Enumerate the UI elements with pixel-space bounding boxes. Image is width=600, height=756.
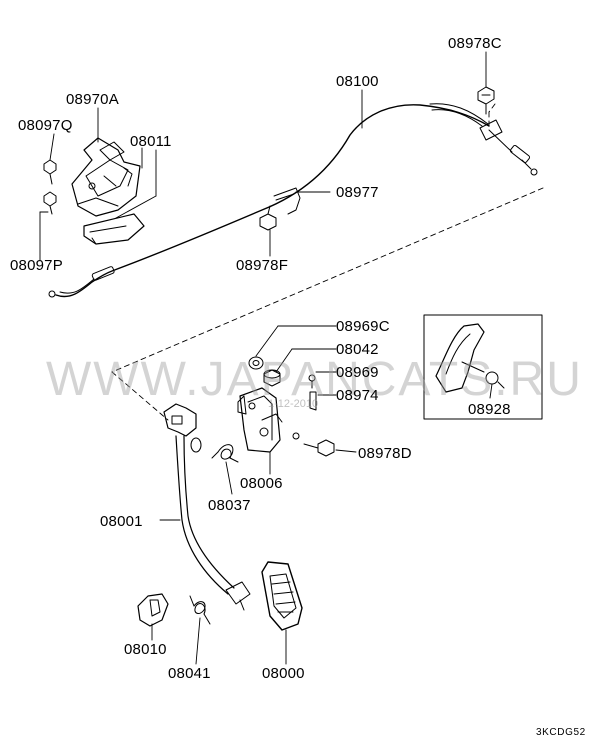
label-08011[interactable]: 08011 (130, 133, 172, 150)
diagram-code: 3KCDG52 (536, 727, 586, 738)
watermark: WWW.JAPANCATS.RU (46, 353, 583, 406)
label-08000[interactable]: 08000 (262, 665, 305, 682)
label-08010[interactable]: 08010 (124, 641, 167, 658)
bolt-08978C[interactable] (477, 86, 495, 115)
accelerator-cable[interactable] (48, 103, 538, 298)
pedal-arm-08001[interactable] (163, 403, 251, 611)
label-08041[interactable]: 08041 (168, 665, 211, 682)
bracket-plate-08011[interactable] (83, 213, 145, 245)
pin-08974[interactable] (309, 391, 317, 411)
label-08037[interactable]: 08037 (208, 497, 251, 514)
bushing-08042[interactable] (263, 369, 281, 387)
label-08978F[interactable]: 08978F (236, 257, 289, 274)
washer-08969C[interactable] (248, 356, 264, 370)
pedal-bracket-08006[interactable] (237, 387, 283, 453)
throttle-bracket-08970A[interactable] (71, 137, 141, 217)
label-08970A[interactable]: 08970A (66, 91, 119, 108)
label-08100[interactable]: 08100 (336, 73, 379, 90)
pedal-pad-08000[interactable] (261, 561, 303, 631)
pedal-cover-08010[interactable] (137, 593, 169, 627)
label-08978D[interactable]: 08978D (358, 445, 412, 462)
bolt-08097Q[interactable] (43, 159, 57, 185)
inset-box-08928 (423, 314, 543, 420)
label-08969[interactable]: 08969 (336, 364, 379, 381)
label-08097Q[interactable]: 08097Q (18, 117, 73, 134)
label-08977[interactable]: 08977 (336, 184, 379, 201)
label-08042[interactable]: 08042 (336, 341, 379, 358)
pin-08969[interactable] (308, 374, 316, 389)
label-08974[interactable]: 08974 (336, 387, 379, 404)
label-08969C[interactable]: 08969C (336, 318, 390, 335)
label-08928[interactable]: 08928 (468, 401, 511, 418)
leader-lines (39, 51, 493, 665)
label-08001[interactable]: 08001 (100, 513, 143, 530)
spring-08037[interactable] (211, 444, 239, 463)
label-08978C[interactable]: 08978C (448, 35, 502, 52)
watermark-date: 1-12-2010 (268, 398, 319, 410)
label-08097P[interactable]: 08097P (10, 257, 63, 274)
label-08006[interactable]: 08006 (240, 475, 283, 492)
clip-08977[interactable] (273, 187, 301, 215)
bolt-08978D[interactable] (292, 432, 335, 457)
bolt-08097P[interactable] (43, 191, 57, 215)
spring-08041[interactable] (189, 595, 211, 625)
bolt-08978F[interactable] (259, 205, 277, 231)
